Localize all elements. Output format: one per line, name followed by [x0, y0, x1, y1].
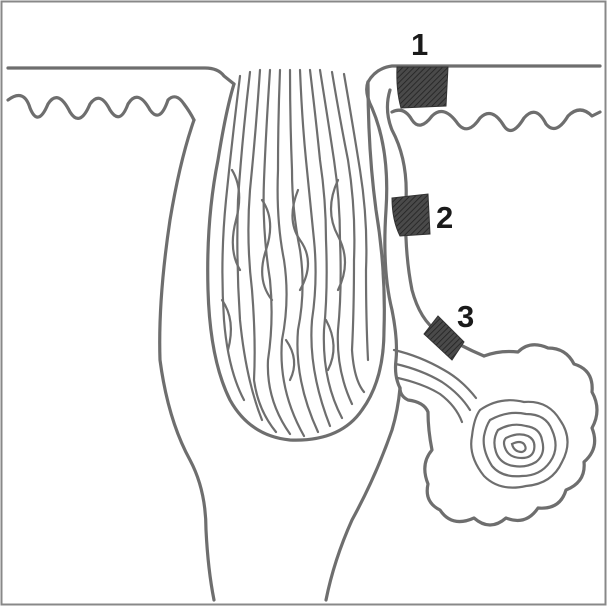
marker-region-2	[392, 194, 430, 236]
marker-region-1	[397, 67, 448, 108]
label-region-3: 3	[457, 299, 474, 334]
label-region-1: 1	[411, 27, 428, 62]
label-region-2: 2	[436, 200, 453, 235]
